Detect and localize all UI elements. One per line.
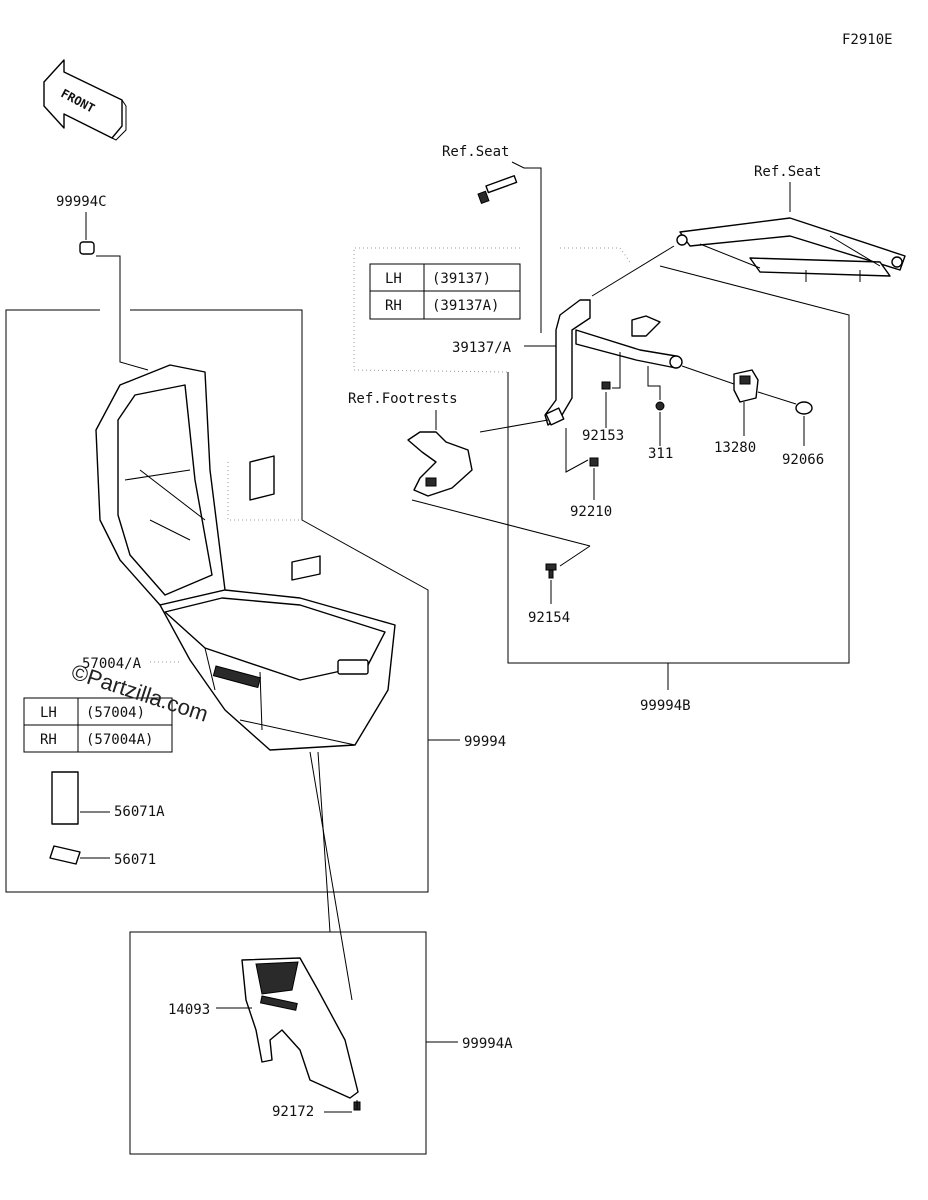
label-13280: 13280 [714, 440, 756, 456]
label-99994C: 99994C [56, 194, 107, 210]
table-39137-row2-side: RH [385, 298, 402, 314]
table-57004: LH (57004) RH (57004A) [23, 697, 173, 753]
label-ref-footrests: Ref.Footrests [348, 391, 458, 407]
label-ref-seat-2: Ref.Seat [754, 164, 821, 180]
label-ref-seat-1: Ref.Seat [442, 144, 509, 160]
label-57004A: 57004/A [82, 656, 142, 672]
label-99994B: 99994B [640, 698, 691, 714]
diagram-code: F2910E [842, 32, 893, 48]
label-92172: 92172 [272, 1104, 314, 1120]
seat-frame-icon [676, 217, 906, 282]
sticker-icon [249, 455, 321, 581]
label-56071A: 56071A [114, 804, 165, 820]
table-39137-row1-side: LH [385, 271, 402, 287]
table-57004-row2-side: RH [40, 732, 57, 748]
cap-99994C-icon [79, 241, 95, 255]
sticker-56071-icon [49, 845, 81, 865]
label-56071: 56071 [114, 852, 156, 868]
sticker-56071A-icon [51, 771, 79, 825]
table-39137-row2-part: (39137A) [432, 298, 499, 314]
table-57004-row1-side: LH [40, 705, 57, 721]
table-57004-row2-part: (57004A) [86, 732, 153, 748]
bracket-13280-icon [733, 369, 759, 403]
cap-92066-icon [795, 401, 813, 415]
footrest-bracket-ref-icon [407, 431, 473, 497]
screw-92154-icon [545, 563, 557, 579]
cover-14093-icon [241, 957, 359, 1099]
bolt-92210-icon [589, 457, 599, 467]
label-92066: 92066 [782, 452, 824, 468]
label-99994: 99994 [464, 734, 506, 750]
label-92153: 92153 [582, 428, 624, 444]
nut-311-icon [655, 401, 665, 411]
label-92210: 92210 [570, 504, 612, 520]
saddlebag-icon [95, 364, 396, 751]
screw-92153-icon [601, 381, 611, 390]
table-39137-row1-part: (39137) [432, 271, 491, 287]
bolt-icon [477, 175, 518, 205]
label-311: 311 [648, 446, 673, 462]
table-57004-row1-part: (57004) [86, 705, 145, 721]
label-39137A: 39137/A [452, 340, 512, 356]
label-92154: 92154 [528, 610, 570, 626]
table-39137: LH (39137) RH (39137A) [369, 263, 521, 320]
label-99994A: 99994A [462, 1036, 513, 1052]
front-arrow-icon: FRONT [43, 59, 127, 141]
label-14093: 14093 [168, 1002, 210, 1018]
footrest-bracket-icon [544, 299, 683, 426]
